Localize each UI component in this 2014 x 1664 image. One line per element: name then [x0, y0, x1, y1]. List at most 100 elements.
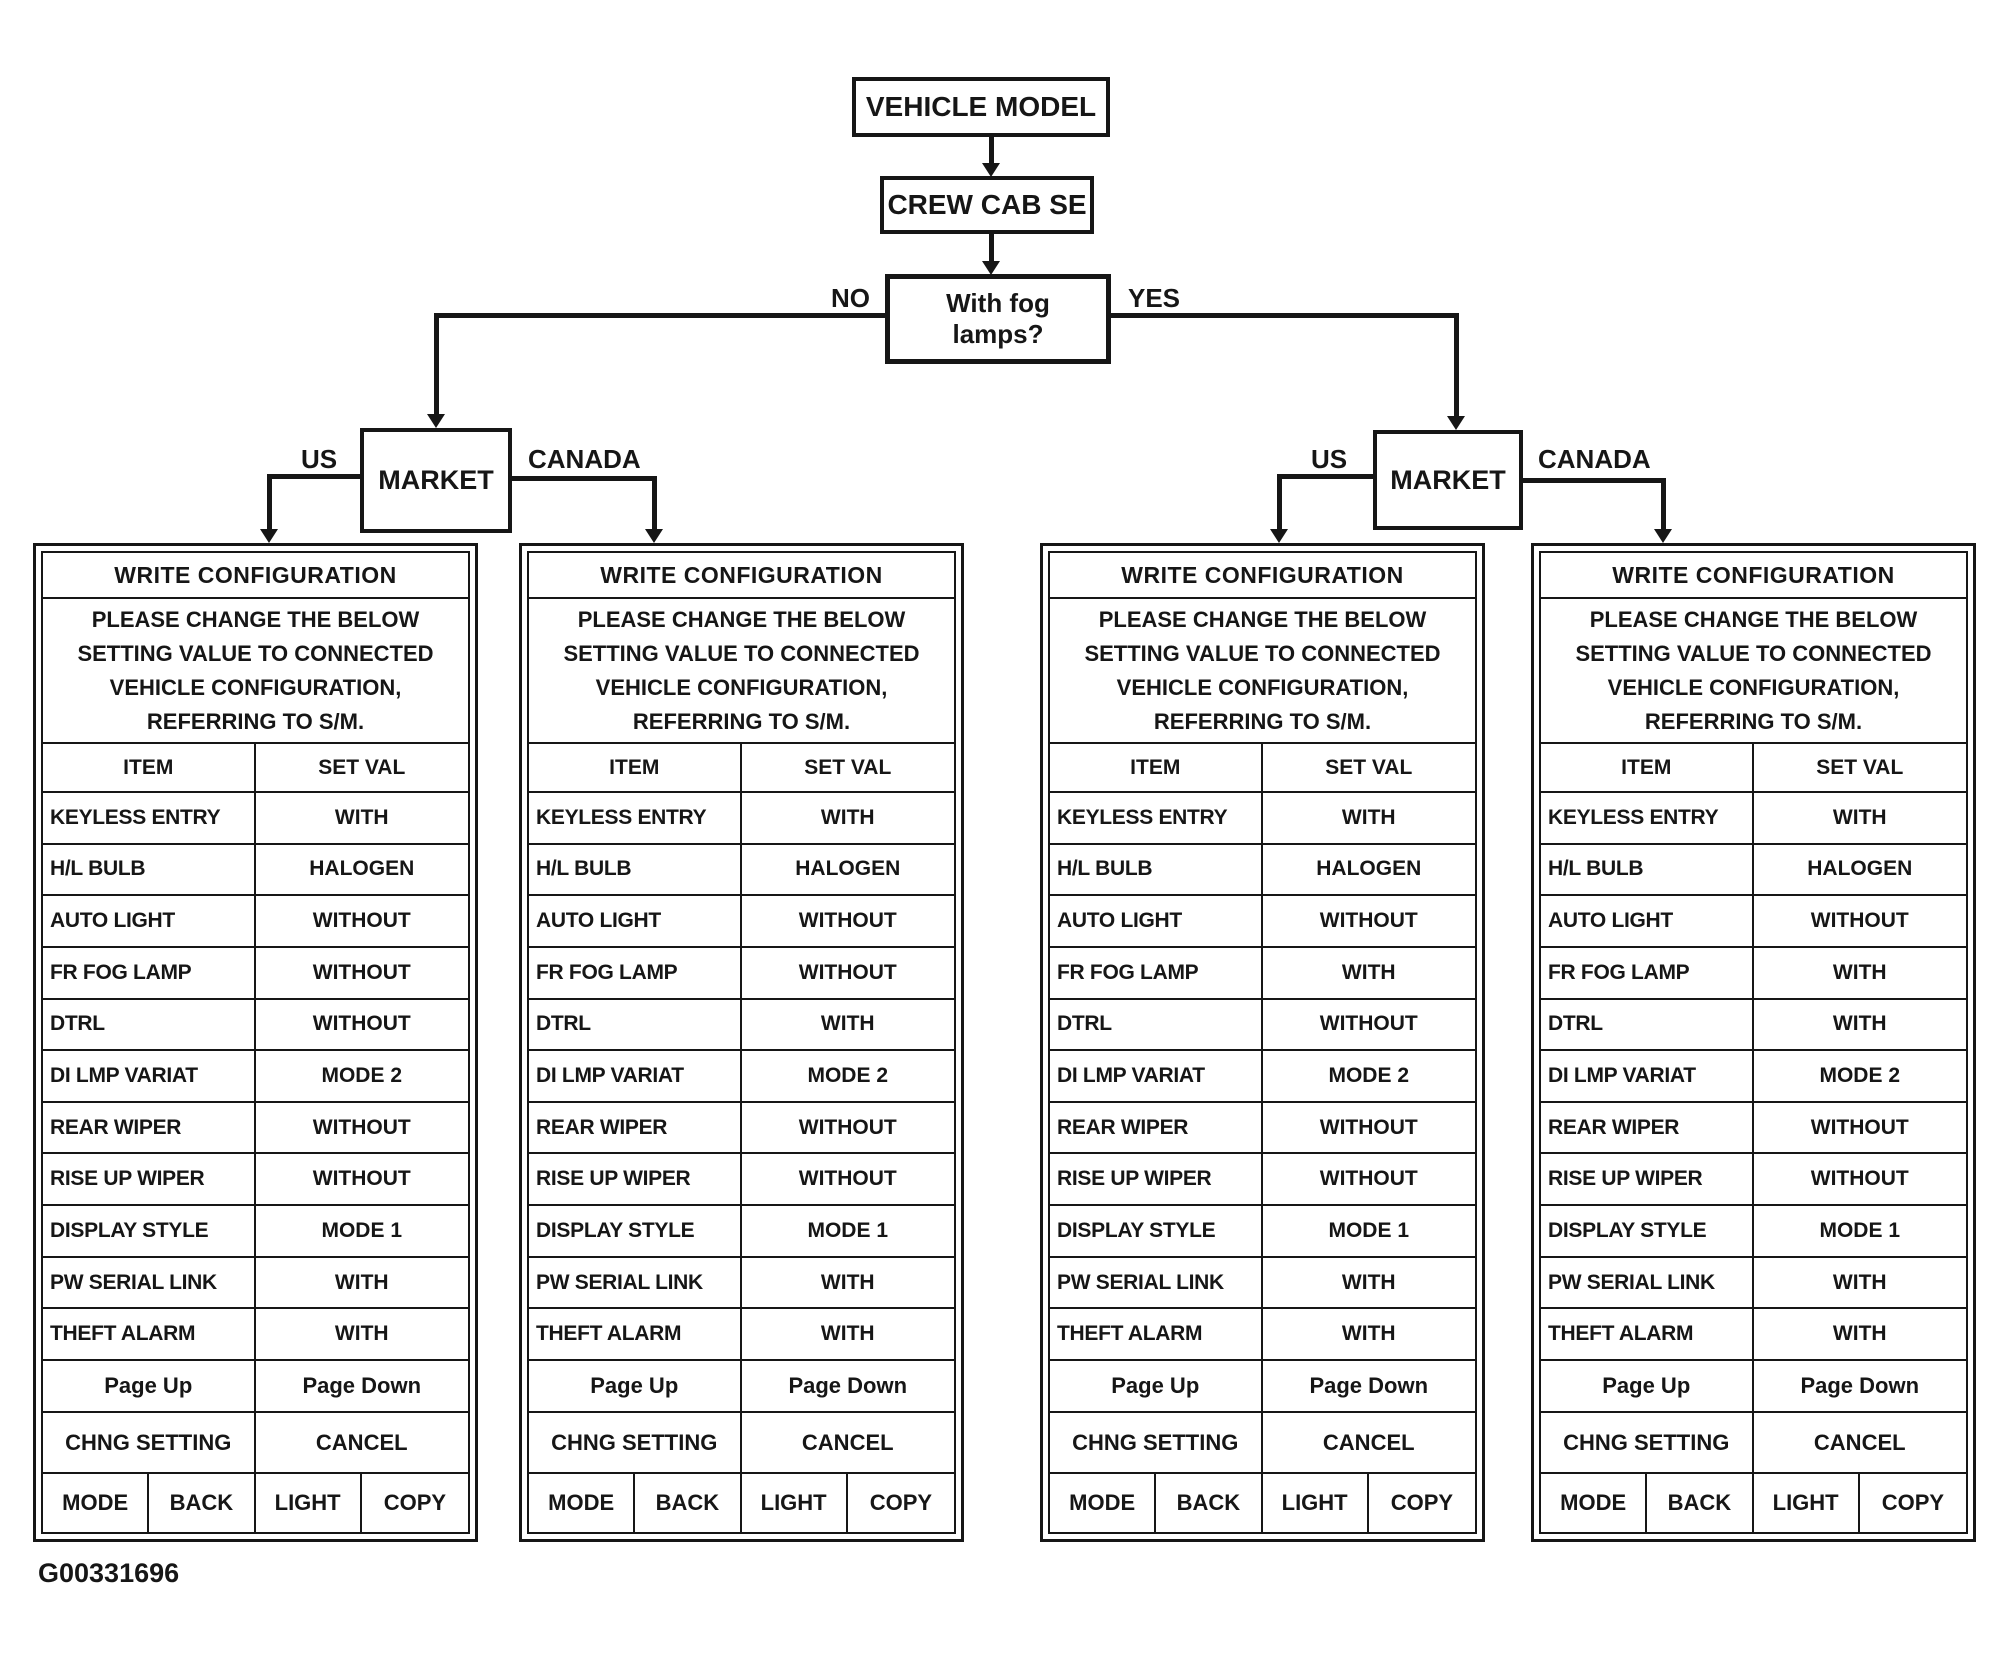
config-message-line: REFERRING TO S/M. — [632, 709, 851, 734]
chng-setting-key: CHNG SETTING — [43, 1413, 256, 1473]
config-keys-row: MODE BACK LIGHT COPY — [43, 1474, 468, 1533]
fog-question-line2: lamps? — [952, 319, 1044, 349]
item-cell: RISE UP WIPER — [529, 1154, 742, 1205]
column-header-set-val: SET VAL — [1325, 755, 1413, 779]
connector-yes-horizontal — [1110, 313, 1459, 318]
item-cell: DI LMP VARIAT — [529, 1051, 742, 1101]
light-key: LIGHT — [1754, 1474, 1860, 1533]
set-val-cell: WITHOUT — [1810, 1167, 1909, 1191]
chng-setting-key: CHNG SETTING — [529, 1413, 742, 1473]
config-message: PLEASE CHANGE THE BELOW SETTING VALUE TO… — [1050, 599, 1475, 744]
cancel-key: CANCEL — [801, 1429, 894, 1455]
cancel-key: CANCEL — [1813, 1429, 1906, 1455]
set-val-cell: MODE 2 — [807, 1064, 888, 1088]
config-column-header: ITEM SET VAL — [1050, 744, 1475, 793]
config-row-theft-alarm: THEFT ALARM WITH — [1050, 1309, 1475, 1362]
item-cell: REAR WIPER — [529, 1102, 742, 1153]
item-cell: THEFT ALARM — [1541, 1309, 1754, 1360]
item-cell: H/L BULB — [529, 844, 742, 895]
set-val-cell: HALOGEN — [309, 857, 415, 881]
config-message-line: SETTING VALUE TO CONNECTED — [77, 641, 434, 666]
item-cell: THEFT ALARM — [529, 1309, 742, 1360]
config-chng-row: CHNG SETTING CANCEL — [1541, 1413, 1966, 1475]
write-configuration-panel: WRITE CONFIGURATION PLEASE CHANGE THE BE… — [1539, 551, 1968, 1534]
page-up-key: Page Up — [1541, 1361, 1754, 1412]
item-cell: DISPLAY STYLE — [43, 1206, 256, 1256]
config-title: WRITE CONFIGURATION — [529, 553, 954, 599]
set-val-cell: WITHOUT — [1319, 909, 1418, 933]
item-cell: DTRL — [43, 999, 256, 1050]
column-header-set-val: SET VAL — [1816, 755, 1904, 779]
config-message-line: REFERRING TO S/M. — [1153, 709, 1372, 734]
label-us-right: US — [1310, 444, 1348, 474]
connector-us-right-vertical — [1277, 474, 1282, 529]
back-key: BACK — [149, 1474, 256, 1533]
set-val-cell: WITHOUT — [1810, 1115, 1909, 1139]
copy-key: COPY — [1881, 1490, 1945, 1516]
set-val-cell: WITHOUT — [1319, 1115, 1418, 1139]
item-cell: DTRL — [529, 999, 742, 1050]
config-message-line: PLEASE CHANGE THE BELOW — [577, 607, 906, 632]
item-cell: H/L BULB — [1050, 844, 1263, 895]
page-down-key: Page Down — [1800, 1373, 1920, 1399]
set-val-cell: MODE 1 — [321, 1218, 402, 1242]
set-val-cell: MODE 2 — [1819, 1064, 1900, 1088]
item-cell: PW SERIAL LINK — [529, 1257, 742, 1308]
config-row-rear-wiper: REAR WIPER WITHOUT — [1541, 1102, 1966, 1155]
connector-us-left-horizontal — [267, 474, 360, 479]
set-val-cell: WITHOUT — [798, 1167, 897, 1191]
config-row-pw-serial-link: PW SERIAL LINK WITH — [529, 1257, 954, 1310]
page-down-key: Page Down — [302, 1373, 422, 1399]
mode-key: MODE — [1541, 1474, 1648, 1533]
set-val-cell: WITH — [1832, 1270, 1887, 1294]
item-cell: KEYLESS ENTRY — [1050, 793, 1263, 843]
item-cell: REAR WIPER — [43, 1102, 256, 1153]
item-cell: RISE UP WIPER — [1050, 1154, 1263, 1205]
set-val-cell: WITHOUT — [1319, 1167, 1418, 1191]
column-header-item: ITEM — [529, 744, 742, 791]
back-key: BACK — [1647, 1474, 1754, 1533]
back-key: BACK — [635, 1474, 742, 1533]
set-val-cell: WITH — [1832, 1012, 1887, 1036]
config-message-line: SETTING VALUE TO CONNECTED — [1084, 641, 1441, 666]
cancel-key: CANCEL — [1322, 1429, 1415, 1455]
write-configuration-table-no-fog-canada: WRITE CONFIGURATION PLEASE CHANGE THE BE… — [519, 543, 964, 1542]
config-message-line: SETTING VALUE TO CONNECTED — [563, 641, 920, 666]
set-val-cell: WITH — [1341, 1322, 1396, 1346]
config-keys-row: MODE BACK LIGHT COPY — [529, 1474, 954, 1533]
copy-key: COPY — [383, 1490, 447, 1516]
item-cell: THEFT ALARM — [1050, 1309, 1263, 1360]
config-page-row: Page Up Page Down — [43, 1361, 468, 1414]
set-val-cell: WITHOUT — [312, 1167, 411, 1191]
mode-key: MODE — [43, 1474, 150, 1533]
item-cell: REAR WIPER — [1541, 1102, 1754, 1153]
config-message-line: REFERRING TO S/M. — [1644, 709, 1863, 734]
config-row-di-lmp-variat: DI LMP VARIAT MODE 2 — [529, 1051, 954, 1103]
config-page-row: Page Up Page Down — [1050, 1361, 1475, 1414]
page-up-key: Page Up — [529, 1361, 742, 1412]
item-cell: DISPLAY STYLE — [1050, 1206, 1263, 1256]
set-val-cell: WITH — [820, 1270, 875, 1294]
mode-key: MODE — [529, 1474, 636, 1533]
copy-key: COPY — [1390, 1490, 1454, 1516]
item-cell: AUTO LIGHT — [529, 896, 742, 946]
